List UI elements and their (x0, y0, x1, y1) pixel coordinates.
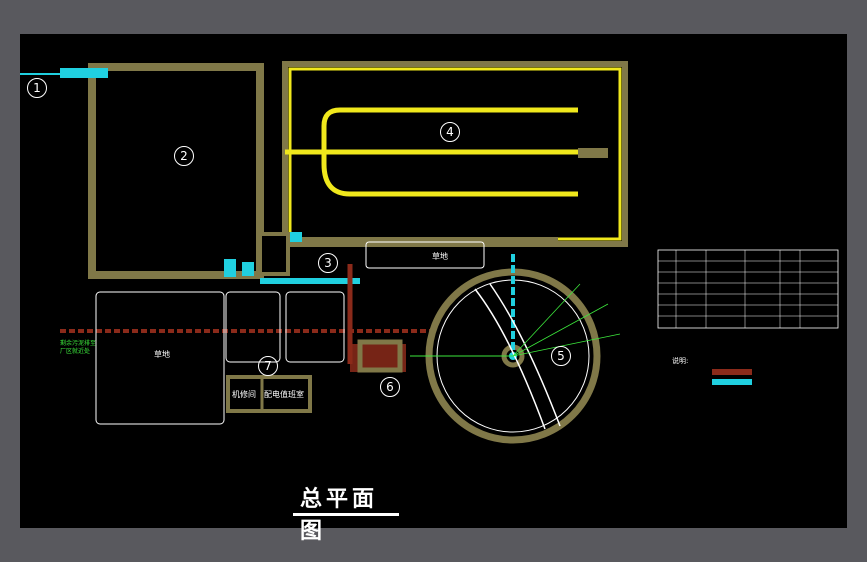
title-underline (293, 513, 399, 516)
room-a-label: 机修间 (232, 390, 256, 399)
marker-5: 5 (551, 346, 571, 366)
inlet-pipe (60, 68, 108, 78)
lawn-top-label: 草地 (432, 252, 448, 261)
tank-3 (258, 232, 290, 276)
marker-1: 1 (27, 78, 47, 98)
tank-4 (282, 61, 628, 247)
legend-table (657, 249, 839, 329)
site-plan-drawing (20, 61, 839, 516)
clarifier-5 (410, 254, 621, 444)
marker-2: 2 (174, 146, 194, 166)
pump-house-6 (357, 339, 403, 373)
marker-7: 7 (258, 356, 278, 376)
lawn-left-area (95, 291, 225, 425)
marker-6: 6 (380, 377, 400, 397)
room-b-label: 配电值班室 (264, 390, 304, 399)
left-pipe-note: 剩余污泥排至厂区就近处 (60, 340, 97, 355)
drawing-title: 总平面图 (300, 487, 379, 544)
lawn-left-label: 草地 (154, 350, 170, 359)
lawn-top-area (365, 241, 485, 269)
marker-4: 4 (440, 122, 460, 142)
marker-3: 3 (318, 253, 338, 273)
baffle-path (321, 107, 578, 197)
notes-title: 说明: (672, 357, 689, 365)
tank-2 (20, 63, 264, 279)
drawing-viewport[interactable]: 1 2 3 4 5 6 7 草地 草地 机修间 配电值班室 剩余污泥排至厂区就近… (20, 34, 847, 528)
building-7 (226, 375, 312, 413)
tank-2-wall (88, 63, 264, 279)
